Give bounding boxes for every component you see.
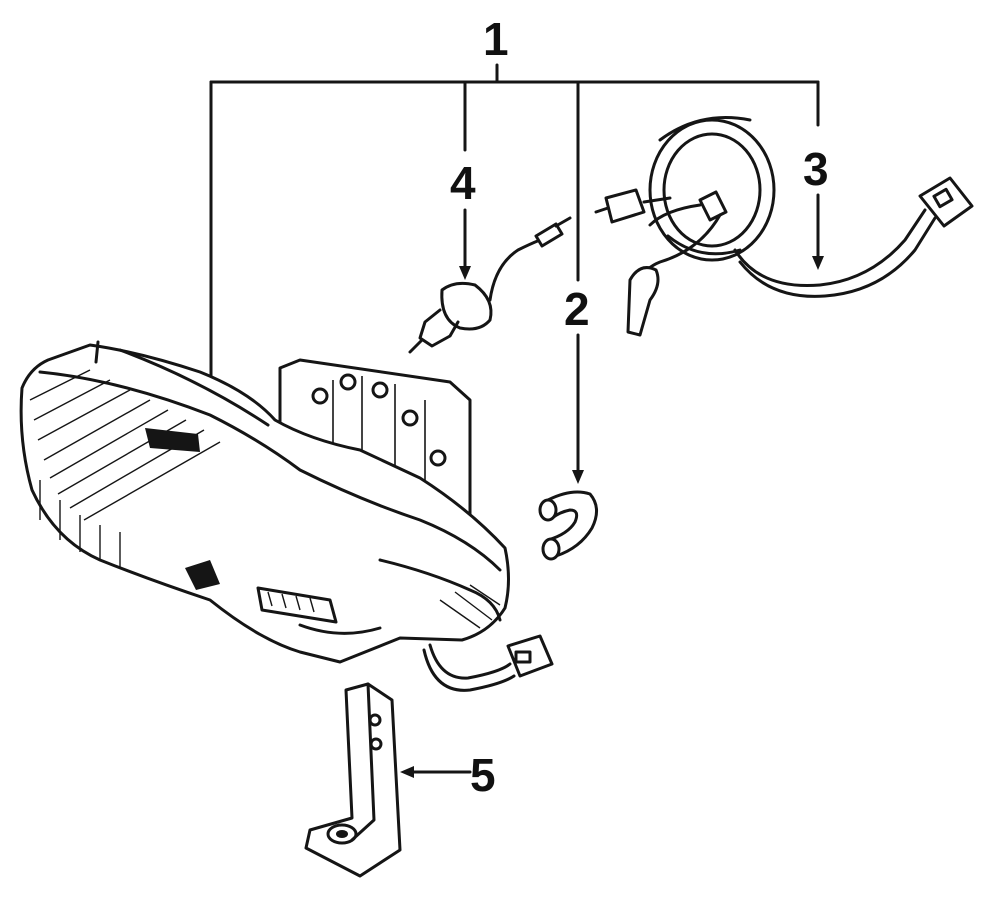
callout-1-leaders bbox=[205, 63, 820, 394]
callout-1: 1 bbox=[483, 13, 509, 65]
callout-2: 2 bbox=[564, 283, 590, 335]
callout-5-leader bbox=[400, 766, 472, 778]
fog-lamp-housing bbox=[19, 340, 554, 692]
callout-4: 4 bbox=[450, 157, 476, 209]
elbow-hose-part bbox=[538, 490, 598, 561]
callout-2-leader bbox=[572, 333, 584, 484]
callout-5: 5 bbox=[470, 749, 496, 801]
socket-harness-part bbox=[594, 116, 974, 337]
callout-4-leader bbox=[459, 208, 471, 280]
mounting-bracket-part bbox=[304, 682, 402, 878]
bulb-part bbox=[408, 216, 572, 354]
callout-3-leader bbox=[812, 193, 824, 270]
callout-3: 3 bbox=[803, 143, 829, 195]
